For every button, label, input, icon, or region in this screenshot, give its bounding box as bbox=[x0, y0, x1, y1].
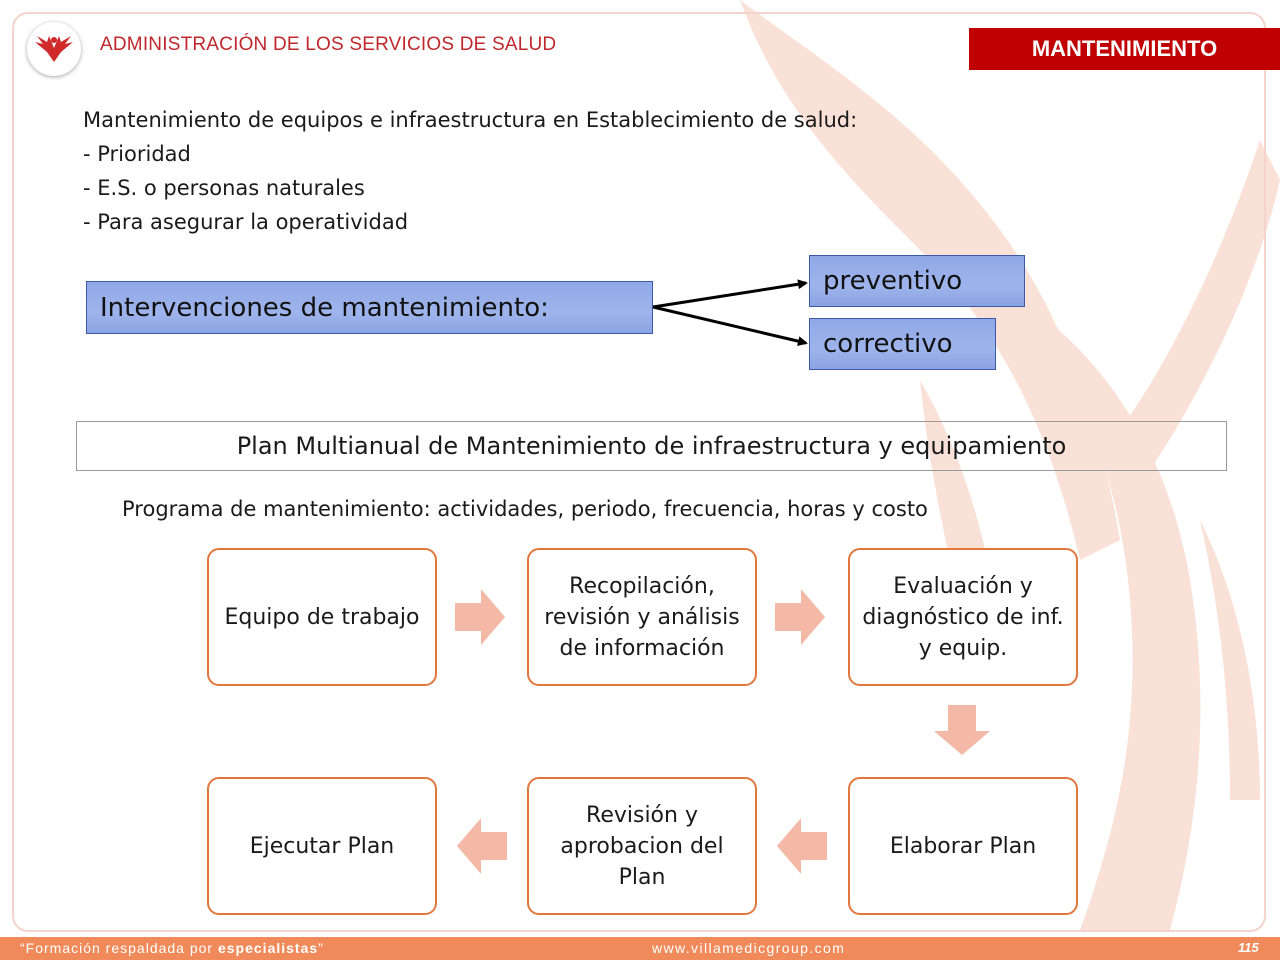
branch-arrows bbox=[652, 279, 808, 347]
step-equipo-trabajo: Equipo de trabajo bbox=[207, 548, 437, 686]
intro-item: - Prioridad bbox=[83, 142, 191, 166]
tagline-prefix: “Formación respaldada por bbox=[20, 940, 218, 956]
intro-item: - E.S. o personas naturales bbox=[83, 176, 365, 200]
interventions-box: Intervenciones de mantenimiento: bbox=[86, 281, 653, 334]
footer-tagline: “Formación respaldada por especialistas” bbox=[20, 940, 324, 956]
arrow-down-icon bbox=[934, 705, 990, 755]
arrow-to-preventive bbox=[652, 279, 808, 309]
step-evaluacion: Evaluación y diagnóstico de inf. y equip… bbox=[848, 548, 1078, 686]
arrow-to-corrective bbox=[652, 305, 808, 347]
footer-bar: “Formación respaldada por especialistas”… bbox=[0, 937, 1280, 960]
intro-text: Mantenimiento de equipos e infraestructu… bbox=[83, 103, 857, 239]
arrow-right-icon bbox=[775, 589, 825, 645]
arrow-right-icon bbox=[455, 589, 505, 645]
step-revision: Revisión y aprobacion del Plan bbox=[527, 777, 757, 915]
intro-heading: Mantenimiento de equipos e infraestructu… bbox=[83, 108, 858, 132]
step-recopilacion: Recopilación, revisión y análisis de inf… bbox=[527, 548, 757, 686]
program-description: Programa de mantenimiento: actividades, … bbox=[122, 497, 928, 521]
step-ejecutar-plan: Ejecutar Plan bbox=[207, 777, 437, 915]
plan-title: Plan Multianual de Mantenimiento de infr… bbox=[76, 421, 1227, 471]
tagline-suffix: ” bbox=[318, 940, 324, 956]
arrow-left-icon bbox=[777, 818, 827, 874]
footer-url[interactable]: www.villamedicgroup.com bbox=[652, 940, 846, 956]
slide-frame bbox=[12, 12, 1266, 932]
phoenix-icon bbox=[35, 36, 73, 62]
step-elaborar-plan: Elaborar Plan bbox=[848, 777, 1078, 915]
arrow-left-icon bbox=[457, 818, 507, 874]
corrective-box: correctivo bbox=[809, 318, 996, 370]
brand-logo bbox=[27, 22, 81, 76]
tagline-bold: especialistas bbox=[217, 940, 319, 956]
preventive-box: preventivo bbox=[809, 255, 1025, 307]
intro-item: - Para asegurar la operatividad bbox=[83, 210, 409, 234]
section-badge: MANTENIMIENTO bbox=[969, 28, 1280, 70]
header-title: ADMINISTRACIÓN DE LOS SERVICIOS DE SALUD bbox=[100, 34, 557, 55]
page-number: 115 bbox=[1238, 940, 1259, 955]
